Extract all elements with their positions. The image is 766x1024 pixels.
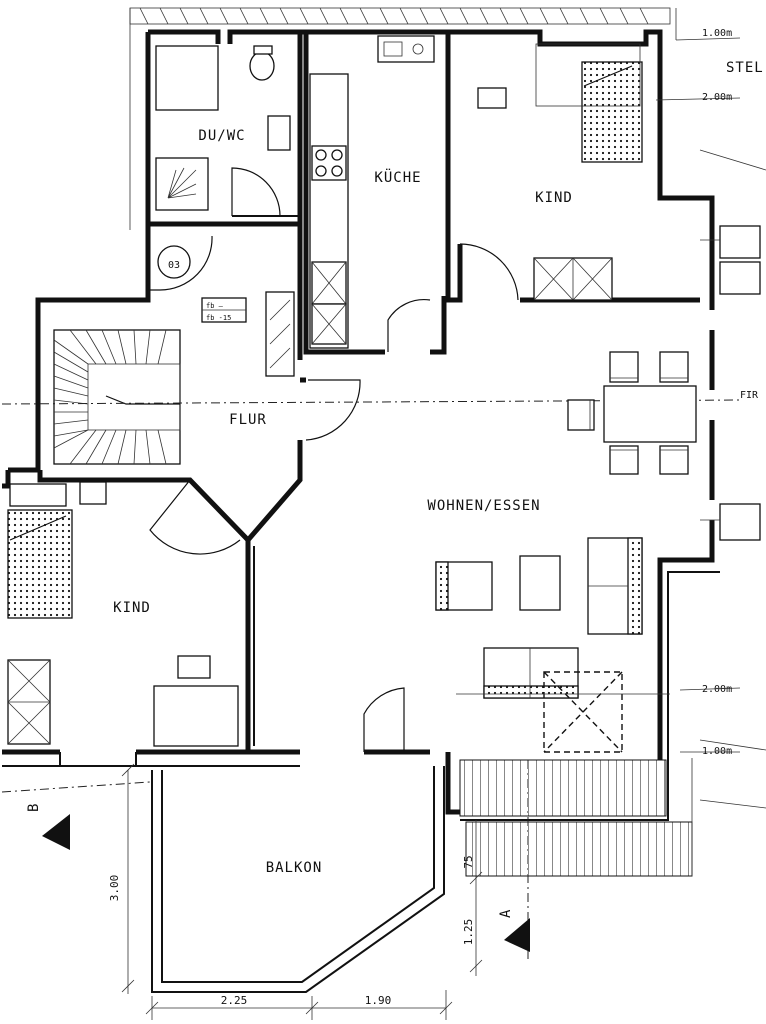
terrace-steps bbox=[459, 758, 693, 877]
coffee-table bbox=[519, 555, 561, 611]
room-label-bath: DU/WC bbox=[198, 128, 245, 144]
dimension-lines: 3.00 75 1.25 2.25 1.90 bbox=[108, 763, 483, 1020]
meter-top-label: fb — bbox=[206, 302, 224, 310]
interior-walls bbox=[37, 32, 700, 766]
skylight bbox=[543, 671, 623, 753]
annotation-top-right: STEL bbox=[726, 60, 764, 76]
room-label-living: WOHNEN/ESSEN bbox=[427, 498, 540, 514]
sink bbox=[267, 115, 291, 151]
dim-bottom-left: 2.25 bbox=[221, 994, 248, 1007]
dormer-windows bbox=[700, 225, 761, 541]
dim-bottom-right: 1.90 bbox=[365, 994, 392, 1007]
doors bbox=[148, 167, 519, 752]
room-label-hall: FLUR bbox=[229, 412, 267, 428]
dim-right-vertical-2: 1.25 bbox=[462, 919, 475, 946]
level-label-2-top: 2.00m bbox=[702, 92, 732, 103]
roof-lines-right bbox=[655, 37, 766, 809]
level-label-1-bottom: 1.00m bbox=[702, 746, 732, 757]
balcony bbox=[151, 766, 445, 993]
roof-edge-top bbox=[129, 7, 677, 230]
bed bbox=[7, 509, 73, 619]
room-label-child-left: KIND bbox=[113, 600, 151, 616]
chair bbox=[477, 87, 507, 109]
toilet bbox=[249, 51, 275, 81]
dim-right-vertical-1: 75 bbox=[462, 855, 475, 868]
living-furniture bbox=[435, 537, 670, 753]
dining-table bbox=[603, 385, 697, 443]
meter-box: fb — fb -15 bbox=[201, 297, 247, 323]
annotation-right-middle: FIR bbox=[740, 390, 759, 401]
child-room-top-furniture bbox=[477, 43, 643, 301]
desk bbox=[153, 685, 239, 747]
staircase bbox=[53, 329, 181, 465]
room-label-child-top: KIND bbox=[535, 190, 573, 206]
dim-left-vertical: 3.00 bbox=[108, 875, 121, 902]
section-marker-a: A bbox=[498, 760, 530, 960]
outer-walls bbox=[2, 29, 720, 821]
bathtub bbox=[155, 45, 219, 111]
bed bbox=[581, 61, 643, 163]
hall-wardrobe bbox=[265, 291, 295, 377]
room-label-balcony: BALKON bbox=[266, 860, 323, 876]
room-number-marker: 03 bbox=[157, 245, 191, 279]
section-marker-b: B bbox=[1, 781, 151, 850]
child-room-left-furniture bbox=[7, 481, 239, 747]
kitchen-fixtures bbox=[309, 35, 435, 349]
bath-fixtures bbox=[155, 45, 291, 211]
room-number: 03 bbox=[168, 260, 180, 271]
kitchen-sink bbox=[377, 35, 435, 63]
meter-bottom-label: fb -15 bbox=[206, 314, 231, 322]
level-label-1-top: 1.00m bbox=[702, 28, 732, 39]
dining-set bbox=[567, 351, 697, 475]
section-label-a: A bbox=[498, 909, 514, 918]
level-label-2-bottom: 2.00m bbox=[702, 684, 732, 695]
section-label-b: B bbox=[26, 803, 42, 812]
room-label-kitchen: KÜCHE bbox=[374, 168, 421, 186]
desk-chair bbox=[177, 655, 211, 679]
